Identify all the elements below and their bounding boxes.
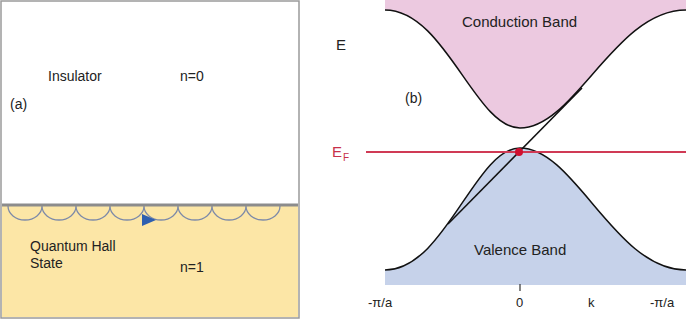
- band-fill: [385, 148, 686, 285]
- hall-region-fill: [2, 206, 298, 317]
- edge-state-line: [448, 88, 582, 224]
- band-edge: [385, 10, 686, 128]
- region-label: Insulator: [48, 68, 102, 85]
- axis-label: k: [588, 295, 595, 311]
- insulator-region: Insulator n=0: [2, 2, 298, 205]
- region-label: n=1: [180, 259, 204, 276]
- axis-tick-label: -π/a: [368, 295, 392, 311]
- region-label: Quantum Hall State: [30, 238, 130, 272]
- band-fill: [385, 0, 686, 128]
- fermi-level-line: [366, 151, 686, 153]
- interface-line: [2, 204, 298, 207]
- region-label: Valence Band: [474, 241, 566, 259]
- edge-current-arrow: [142, 214, 156, 226]
- fermi-subscript: F: [343, 152, 349, 164]
- quantum-hall-region: Quantum Hall State n=1: [2, 205, 298, 317]
- axis-tick-label: -π/a: [650, 295, 674, 311]
- region-label: n=0: [180, 68, 204, 85]
- axis-tick-label: 0: [516, 295, 523, 311]
- region-label: Conduction Band: [462, 13, 577, 31]
- panel-frame: [1, 1, 299, 318]
- k-axis-tick: [519, 284, 520, 291]
- panel-label: (a): [10, 96, 27, 113]
- fermi-point: [515, 148, 523, 156]
- axis-label: E: [336, 36, 346, 54]
- valence-band: Valence Band: [385, 145, 686, 285]
- conduction-band: Conduction Band: [385, 0, 686, 135]
- panel-label: (b): [405, 90, 422, 107]
- fermi-label: E: [332, 143, 342, 161]
- valence-band-shape: [385, 145, 686, 285]
- band-edge: [385, 148, 686, 270]
